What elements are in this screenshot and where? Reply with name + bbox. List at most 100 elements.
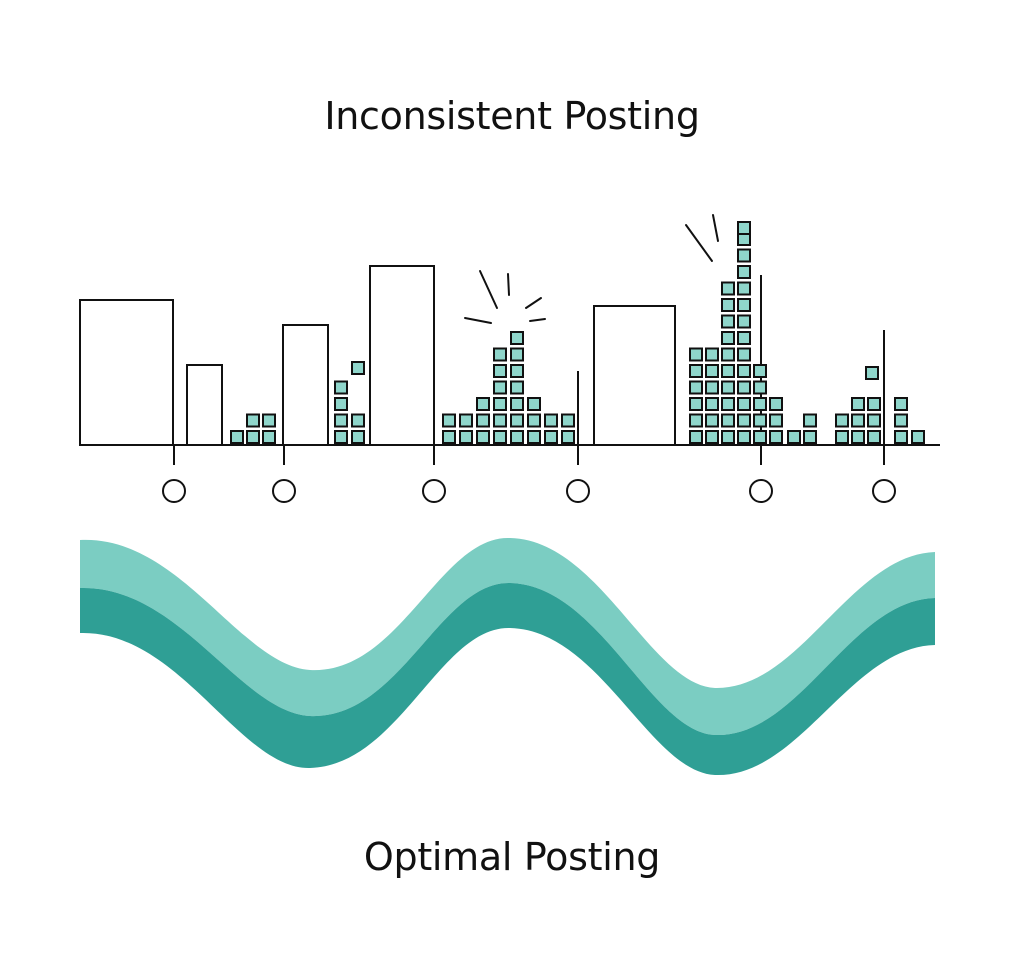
square-block [769,397,783,411]
square-block [510,397,524,411]
square-block [851,413,865,428]
square-block [510,413,524,428]
square-block [705,413,719,428]
square-block [262,430,276,444]
square-block [493,364,507,378]
square-block [689,364,703,378]
square-block [510,430,524,444]
timeline-marker-icon [422,479,446,503]
square-block [351,413,365,428]
timeline-marker-icon [272,479,296,503]
square-block [721,397,735,411]
square-block [561,413,575,428]
square-block [737,413,751,428]
square-block [737,380,751,395]
square-block [246,430,260,444]
square-block [476,397,490,411]
square-block [246,413,260,428]
square-block [867,430,881,444]
square-block [865,366,879,380]
square-block [721,347,735,362]
square-block [527,413,541,428]
wave-dark-band [80,582,935,776]
square-block [721,380,735,395]
square-block [894,397,908,411]
square-block [721,364,735,378]
square-block [510,347,524,362]
timeline-marker-icon [872,479,896,503]
square-stacks [230,221,925,444]
square-block [737,314,751,329]
square-block [689,430,703,444]
square-block [561,430,575,444]
square-block [459,430,473,444]
square-block [705,347,719,362]
square-block [689,347,703,362]
square-block [737,430,751,444]
square-block [737,298,751,312]
square-block [493,347,507,362]
timeline-marker-icon [566,479,590,503]
square-block [476,430,490,444]
square-block [493,413,507,428]
optimal-posting-title: Optimal Posting [363,835,661,879]
outline-bar [593,305,676,446]
outline-bar [79,299,174,446]
square-block [705,430,719,444]
square-block [753,380,767,395]
burst-lines-icon [464,214,719,324]
square-block [787,430,801,444]
square-block [262,413,276,428]
square-block [737,281,751,296]
square-block [721,430,735,444]
timeline-marker-icon [749,479,773,503]
square-block [493,397,507,411]
square-block [351,430,365,444]
square-block [544,430,558,444]
square-block [911,430,925,444]
square-block [442,413,456,428]
square-block [769,430,783,444]
square-block [737,221,751,235]
square-block [721,281,735,296]
square-block [442,430,456,444]
square-block [351,361,365,375]
square-block [803,430,817,444]
square-block [510,380,524,395]
square-block [737,331,751,345]
outline-bars [79,265,676,446]
square-block [510,364,524,378]
square-block [334,413,348,428]
timeline-markers [162,445,896,503]
square-block [894,413,908,428]
square-block [737,248,751,263]
outline-bar [282,324,329,446]
square-block [737,265,751,279]
timeline-marker-icon [162,479,186,503]
square-block [493,380,507,395]
square-block [894,430,908,444]
square-block [527,397,541,411]
outline-bar [186,364,223,446]
square-block [835,413,849,428]
square-block [334,397,348,411]
square-block [721,314,735,329]
square-block [689,413,703,428]
square-block [769,413,783,428]
square-block [753,413,767,428]
square-block [867,397,881,411]
square-block [835,430,849,444]
square-block [476,413,490,428]
square-block [334,430,348,444]
square-block [721,413,735,428]
square-block [753,430,767,444]
square-block [689,380,703,395]
square-block [493,430,507,444]
square-block [510,331,524,345]
square-block [737,347,751,362]
wave-light-band [80,537,935,736]
square-block [721,331,735,345]
square-block [705,364,719,378]
square-block [753,364,767,378]
